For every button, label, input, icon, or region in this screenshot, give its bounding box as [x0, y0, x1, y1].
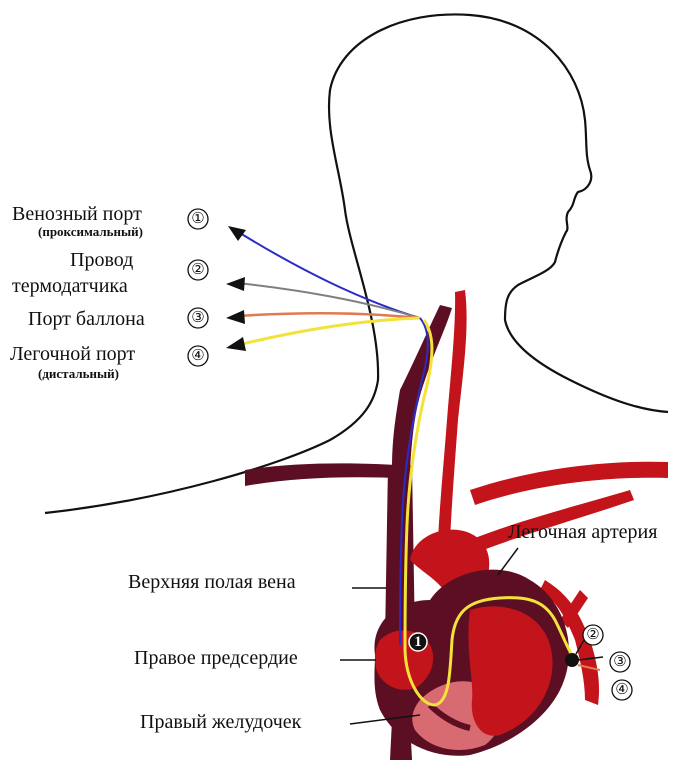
catheter-line-balloon — [238, 313, 420, 318]
port-3-title: Порт баллона — [28, 308, 145, 330]
pulmonary-artery-pointer — [498, 548, 518, 575]
arrowhead-3 — [226, 310, 245, 324]
tip-number-4: ④ — [615, 682, 628, 698]
port-2-number: ② — [191, 262, 204, 278]
catheter-line-venous — [235, 230, 420, 318]
port-4-number: ④ — [191, 348, 204, 364]
port-number-circles: ① ② ③ ④ — [188, 209, 208, 366]
marker-inner-number: 1 — [414, 634, 422, 650]
port-1-title: Венозный порт — [12, 203, 142, 225]
port-3-number: ③ — [191, 310, 204, 326]
catheter-tip — [565, 653, 579, 667]
port-4-subtitle: (дистальный) — [38, 366, 119, 381]
jugular-vein — [392, 305, 452, 470]
superior-vena-cava-label: Верхняя полая вена — [128, 571, 296, 593]
port-labels: Венозный порт (проксимальный) Провод тер… — [10, 203, 145, 381]
tip-number-2: ② — [586, 627, 599, 643]
pulmonary-artery-label: Легочная артерия — [508, 521, 657, 543]
external-catheter — [235, 230, 420, 345]
subclavian-artery — [470, 462, 668, 505]
port-1-number: ① — [191, 211, 204, 227]
arrowhead-2 — [226, 277, 245, 291]
port-1-subtitle: (проксимальный) — [38, 224, 143, 239]
body-outline — [45, 14, 668, 513]
arrowheads — [226, 226, 246, 351]
tip-number-3: ③ — [613, 654, 626, 670]
port-2-title: Провод — [70, 249, 133, 271]
right-atrium-label: Правое предсердие — [134, 647, 298, 669]
port-2-title-line2: термодатчика — [12, 275, 128, 297]
catheter-line-pulmonary — [238, 318, 420, 345]
arrowhead-1 — [228, 226, 246, 241]
right-ventricle-label: Правый желудочек — [140, 711, 302, 733]
arrowhead-4 — [226, 337, 246, 351]
port-4-title: Легочной порт — [10, 343, 135, 365]
subclavian-vein — [245, 463, 398, 486]
